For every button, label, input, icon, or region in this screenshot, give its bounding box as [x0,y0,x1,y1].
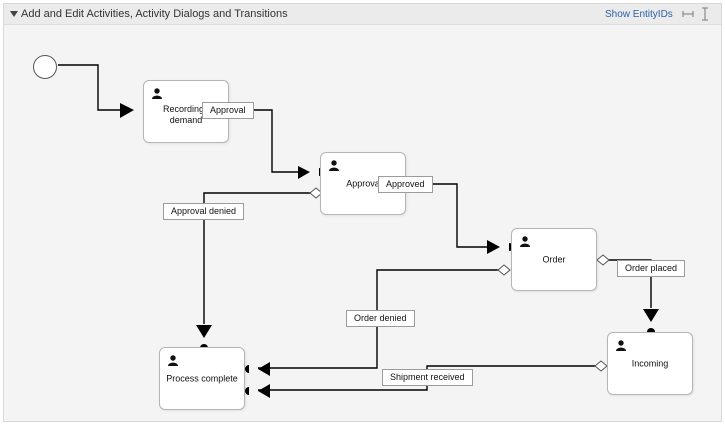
vertical-expand-icon[interactable] [701,7,709,21]
edge-recording-approval [227,109,300,173]
user-icon [520,236,530,247]
diagram-canvas: Recording t demand Approva Order Process… [4,26,721,421]
start-event[interactable] [33,55,57,79]
user-icon [329,160,339,171]
diamond-order-placed [596,254,610,266]
diamond-shipment-received [594,360,608,372]
activity-process-complete[interactable]: Process complete [159,347,245,410]
arrowhead-approval [298,166,310,179]
triangle-down-icon[interactable] [10,11,18,17]
panel-title: Add and Edit Activities, Activity Dialog… [21,8,288,20]
endpoint-complete-bottom [245,387,249,395]
transition-order-denied[interactable]: Order denied [346,310,415,327]
process-diagram-panel: Add and Edit Activities, Activity Dialog… [3,3,722,422]
user-icon [616,340,626,351]
arrowhead-complete-bottom [258,384,270,398]
diamond-order-denied [497,264,511,276]
user-icon [168,355,178,366]
transition-order-placed[interactable]: Order placed [617,260,686,277]
arrowhead-recording [120,103,134,118]
arrowhead-complete-top [196,325,212,338]
edge-approval-denied [203,192,320,324]
activity-order[interactable]: Order [511,228,597,291]
activity-label: Incoming [631,358,669,368]
horizontal-expand-icon[interactable] [682,10,694,18]
show-entity-ids-link[interactable]: Show EntityIDs [605,9,673,20]
activity-label: Approva [346,178,380,188]
endpoint-complete-mid [245,365,249,373]
user-icon [152,88,162,99]
panel-header: Add and Edit Activities, Activity Dialog… [4,4,721,25]
endpoint-incoming [647,328,655,332]
activity-label: Process complete [166,373,238,383]
edge-approval-order [405,183,487,248]
transition-approval[interactable]: Approval [202,102,254,119]
transition-shipment-received[interactable]: Shipment received [382,369,473,386]
activity-incoming[interactable]: Incoming [607,332,693,395]
transition-approval-denied[interactable]: Approval denied [163,203,245,220]
activity-label: Order [542,254,566,264]
arrowhead-complete-mid [258,362,270,376]
arrowhead-incoming [643,309,659,322]
edge-start-recording [58,64,121,111]
arrowhead-order [487,240,500,254]
transition-approved[interactable]: Approved [378,176,433,193]
